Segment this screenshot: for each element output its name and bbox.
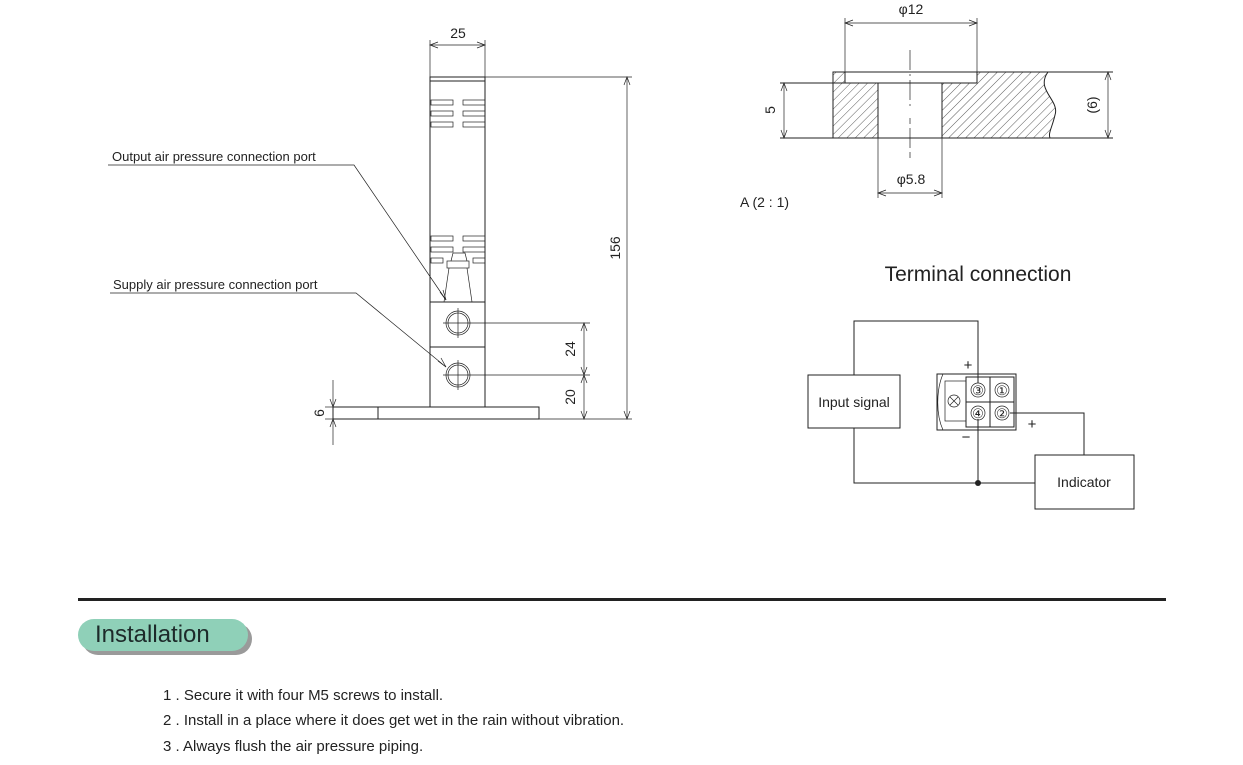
- dim-width: 25: [450, 25, 466, 41]
- section-detail-drawing: φ12 φ5.8 5 (6) A (2 : 1): [740, 1, 1113, 210]
- input-signal-box: [807, 374, 901, 429]
- installation-heading: Installation: [78, 619, 248, 651]
- terminal-3: ③: [972, 383, 984, 398]
- terminal-connection-diagram: Terminal connection Input signal Indicat…: [807, 263, 1135, 510]
- installation-item: 2 . Install in a place where it does get…: [163, 712, 625, 729]
- dim-port-base: 20: [562, 389, 578, 405]
- terminal-2: ②: [996, 406, 1008, 421]
- indicator-label: Indicator: [1057, 474, 1111, 490]
- input-signal-label: Input signal: [818, 394, 890, 410]
- section-divider: [78, 598, 1166, 601]
- technical-drawing: 25 156 24 20 6 Output air pressure conne…: [108, 1, 1135, 510]
- terminal-connection-title: Terminal connection: [885, 263, 1072, 286]
- terminal-1: ①: [996, 383, 1008, 398]
- dim-inner-diameter: φ5.8: [897, 171, 926, 187]
- terminal-block: ③ ① ④ ②: [936, 373, 1017, 431]
- side-view-drawing: 25 156 24 20 6 Output air pressure conne…: [108, 25, 632, 445]
- output-port-label: Output air pressure connection port: [112, 149, 316, 164]
- plus-sign-right: +: [1028, 416, 1037, 433]
- terminal-4: ④: [972, 406, 984, 421]
- plus-sign-top: +: [964, 357, 973, 374]
- dim-base-thickness: 6: [311, 409, 327, 417]
- dim-height: 156: [607, 236, 623, 260]
- supply-port-label: Supply air pressure connection port: [113, 277, 318, 292]
- minus-sign: −: [962, 429, 971, 446]
- scale-label: A (2 : 1): [740, 194, 789, 210]
- installation-item: 1 . Secure it with four M5 screws to ins…: [163, 687, 444, 704]
- installation-item: 3 . Always flush the air pressure piping…: [163, 738, 424, 755]
- dim-depth: 5: [762, 106, 778, 114]
- dim-port-pitch: 24: [562, 341, 578, 357]
- dim-thickness: (6): [1084, 96, 1100, 113]
- dim-outer-diameter: φ12: [899, 1, 924, 17]
- indicator-box: [1034, 454, 1135, 510]
- junction-dot: [975, 480, 981, 486]
